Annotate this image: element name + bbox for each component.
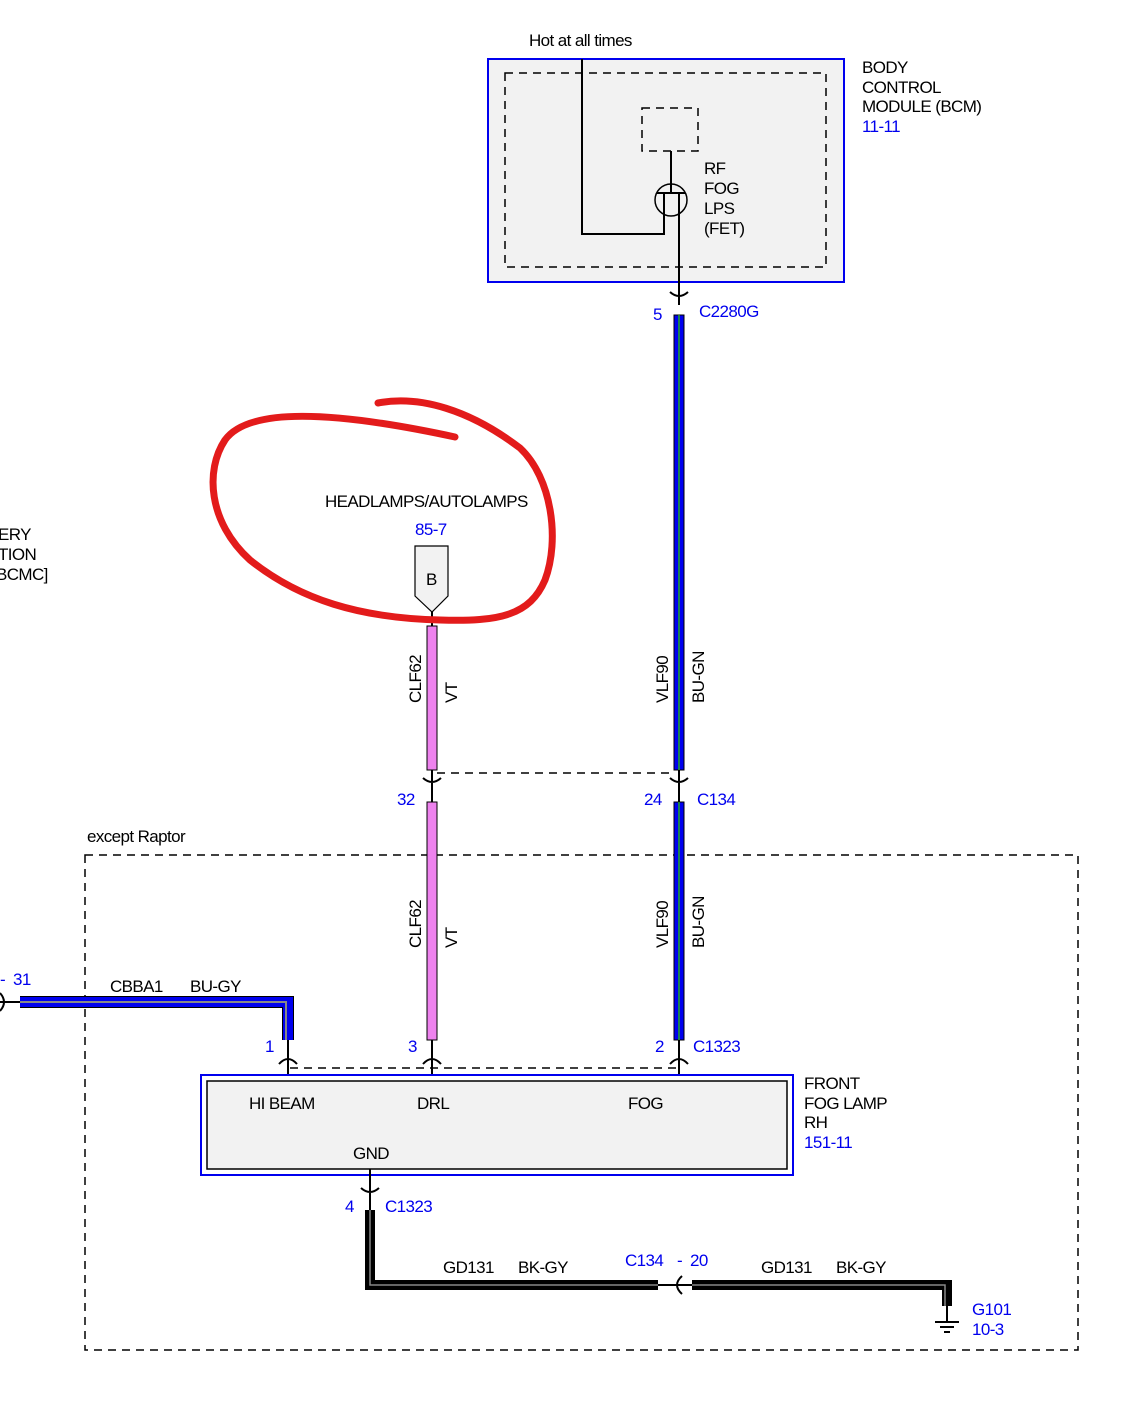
connector-c134-ground-icon — [658, 1275, 692, 1295]
pin-label-gnd: GND — [353, 1144, 389, 1163]
hibeam-source-connector-icon — [0, 992, 20, 1012]
fog-lamp-page-ref-link[interactable]: 151-11 — [804, 1133, 853, 1152]
bu-gn-color-label: BU-GN — [689, 896, 708, 948]
c1323-pin-hibeam: 1 — [265, 1037, 274, 1056]
fet-label: LPS — [704, 199, 735, 218]
wire-cbba1[interactable] — [20, 996, 294, 1040]
c1323-pin-gnd: 4 — [345, 1197, 354, 1216]
fet-label: RF — [704, 159, 726, 178]
c134-fog-pin: 24 — [644, 790, 662, 809]
connector-c2280g-icon — [669, 290, 689, 302]
left-module-fragment: TION — [0, 545, 36, 564]
clf62-circuit-label: CLF62 — [406, 655, 425, 703]
bcm-box — [487, 58, 845, 283]
connector-c1323-pin4-icon — [360, 1169, 380, 1212]
gd131-circuit-label: GD131 — [443, 1258, 494, 1277]
c1323-gnd-connector-link[interactable]: C1323 — [385, 1197, 433, 1216]
fet-transistor-icon — [654, 183, 688, 217]
c134-drl-pin: 32 — [397, 790, 415, 809]
fet-label: (FET) — [704, 219, 744, 238]
left-module-fragment: ERY — [0, 525, 31, 544]
bcm-name-line: CONTROL — [862, 78, 941, 97]
hibeam-source-dash: - — [0, 970, 5, 989]
except-raptor-region — [84, 854, 1079, 1351]
pin-label-hi-beam: HI BEAM — [249, 1094, 315, 1113]
pin-label-drl: DRL — [417, 1094, 449, 1113]
bk-gy-color-label: BK-GY — [836, 1258, 886, 1277]
connector-c134-fog-icon — [669, 770, 689, 802]
supply-label: Hot at all times — [529, 31, 632, 50]
bcm-name-line: BODY — [862, 58, 908, 77]
bu-gy-color-label: BU-GY — [190, 977, 241, 996]
c134-ground-pin: 20 — [690, 1251, 708, 1270]
vt-color-label: VT — [442, 927, 461, 948]
left-module-fragment: BCMC] — [0, 565, 48, 584]
ground-page-ref-link[interactable]: 10-3 — [972, 1320, 1004, 1339]
wire-vlf90-lower[interactable] — [673, 801, 685, 1041]
c1323-connector-link[interactable]: C1323 — [693, 1037, 741, 1056]
battery-feed-line — [581, 59, 665, 235]
vlf90-circuit-label: VLF90 — [653, 656, 672, 703]
pin-label-fog: FOG — [628, 1094, 663, 1113]
wire-gd131-lower-left[interactable] — [365, 1210, 658, 1290]
ground-icon — [935, 1306, 959, 1333]
body-control-module[interactable]: Hot at all times BODY CONTROL MODULE (BC… — [487, 31, 982, 305]
connector-c134-drl-icon — [422, 770, 442, 802]
clf62-circuit-label: CLF62 — [406, 900, 425, 948]
wire-vlf90-upper[interactable] — [673, 314, 685, 771]
c134-ground-connector-link[interactable]: C134 — [625, 1251, 664, 1270]
bcm-name-line: MODULE (BCM) — [862, 97, 981, 116]
bcm-inner-dashed — [504, 72, 827, 268]
ground-id-link[interactable]: G101 — [972, 1300, 1012, 1319]
bcm-page-ref-link[interactable]: 11-11 — [862, 117, 901, 136]
fog-lamp-name-line: RH — [804, 1113, 827, 1132]
fog-lamp-name-line: FOG LAMP — [804, 1094, 887, 1113]
wire-clf62-upper[interactable] — [426, 625, 438, 771]
vlf90-circuit-label: VLF90 — [653, 901, 672, 948]
c134-ground-dash: - — [677, 1251, 682, 1270]
headlamps-page-ref-link[interactable]: 85-7 — [415, 520, 447, 539]
headlamps-tag-label: B — [426, 570, 437, 589]
bk-gy-color-label: BK-GY — [518, 1258, 568, 1277]
c2280g-pin: 5 — [653, 305, 662, 324]
vt-color-label: VT — [442, 682, 461, 703]
c2280g-connector-link[interactable]: C2280G — [699, 302, 759, 321]
headlamps-title: HEADLAMPS/AUTOLAMPS — [325, 492, 528, 511]
gd131-circuit-label: GD131 — [761, 1258, 812, 1277]
hibeam-source-pin: 31 — [13, 970, 31, 989]
fog-lamp-name-line: FRONT — [804, 1074, 860, 1093]
headlamps-tag[interactable] — [414, 545, 449, 613]
c1323-pin-fog: 2 — [655, 1037, 664, 1056]
region-label: except Raptor — [87, 827, 186, 846]
cbba1-circuit-label: CBBA1 — [110, 977, 163, 996]
c134-connector-link[interactable]: C134 — [697, 790, 736, 809]
wire-gd131-right[interactable] — [692, 1280, 952, 1306]
bu-gn-color-label: BU-GN — [689, 651, 708, 703]
wire-clf62-lower[interactable] — [426, 801, 438, 1041]
red-circle-annotation — [209, 397, 556, 624]
c1323-pin-drl: 3 — [408, 1037, 417, 1056]
front-fog-lamp-rh[interactable]: HI BEAM DRL FOG GND — [200, 1074, 794, 1176]
fet-label: FOG — [704, 179, 739, 198]
